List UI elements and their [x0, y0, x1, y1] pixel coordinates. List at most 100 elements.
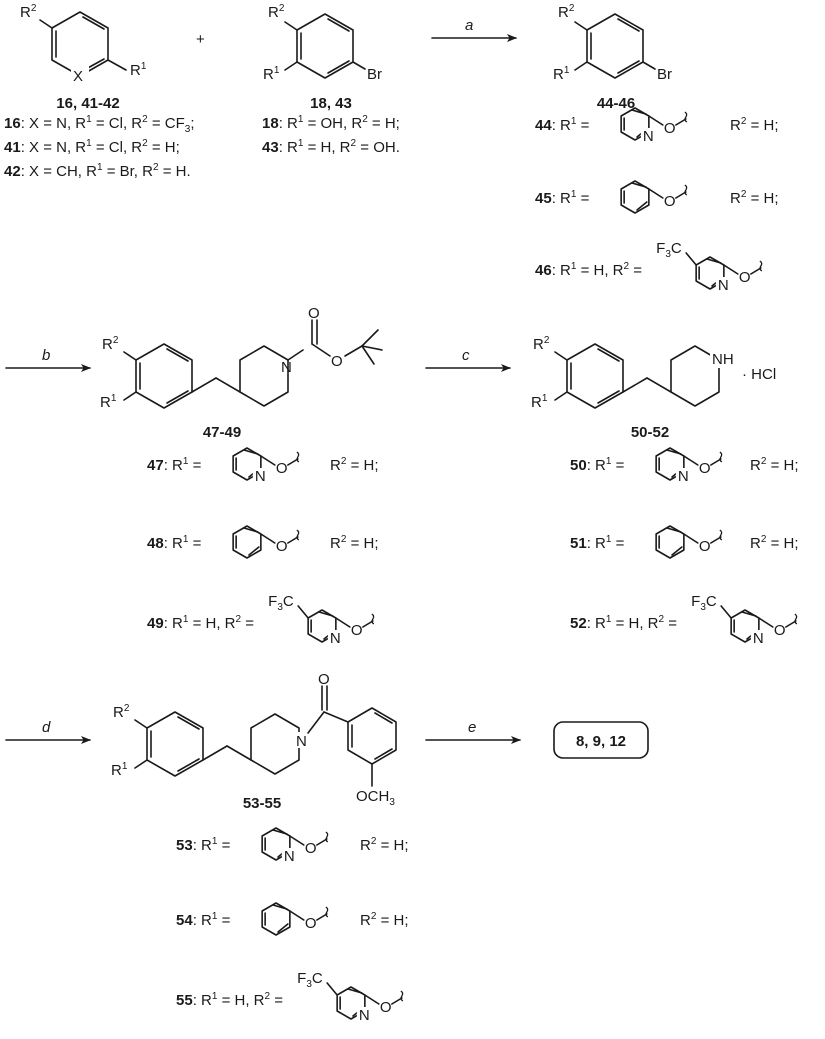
product-44-46-structure: R2 R1 Br: [553, 3, 672, 83]
definition-label-46: 46: R1 = H, R2 =: [535, 261, 642, 279]
atom-o-label: O: [699, 460, 711, 477]
atom-o-label: O: [664, 120, 676, 137]
final-products-label: 8, 9, 12: [576, 733, 626, 750]
definition-label-49: 49: R1 = H, R2 =: [147, 614, 254, 632]
atom-n-label: N: [284, 848, 295, 865]
cf3-label: F3C: [691, 593, 717, 613]
definition-45: 45: R1 = O R2 = H;: [535, 180, 779, 214]
definition-label-44: 44: R1 =: [535, 116, 590, 134]
r2-equals-h: R2 = H;: [360, 836, 409, 854]
r2-equals-h: R2 = H;: [360, 911, 409, 929]
atom-o-label: O: [739, 269, 751, 286]
atom-n-label: N: [281, 359, 292, 376]
atom-r2-label: R2: [102, 335, 119, 353]
definition-label-54: 54: R1 =: [176, 911, 231, 929]
atom-o-ester: O: [331, 353, 343, 370]
phenoxy-fragment: O: [261, 902, 329, 936]
r2-equals-h: R2 = H;: [730, 189, 779, 207]
reagent-left-structure: X R2 R1: [20, 3, 147, 85]
definition-label-47: 47: R1 =: [147, 456, 202, 474]
atom-r1-label: R1: [130, 61, 147, 79]
product-range-53-55: 53-55: [243, 795, 281, 812]
atom-r1-label: R1: [553, 65, 570, 83]
r2-equals-h: R2 = H;: [730, 116, 779, 134]
step-c-label: c: [462, 347, 470, 364]
atom-r2-label: R2: [113, 703, 130, 721]
definition-label-55: 55: R1 = H, R2 =: [176, 991, 283, 1009]
atom-o-label: O: [699, 538, 711, 555]
definition-label-45: 45: R1 =: [535, 189, 590, 207]
atom-o-label: O: [351, 622, 363, 639]
atom-o-label: O: [664, 193, 676, 210]
atom-r2-label: R2: [533, 335, 550, 353]
def-41: 41: X = N, R1 = Cl, R2 = H;: [4, 138, 180, 156]
definition-54: 54: R1 = O R2 = H;: [176, 902, 409, 936]
reagent-right-definitions: 18: R1 = OH, R2 = H; 43: R1 = H, R2 = OH…: [262, 114, 400, 156]
atom-n-label: N: [643, 128, 654, 145]
definition-label-52: 52: R1 = H, R2 =: [570, 614, 677, 632]
atom-nh-label: NH: [712, 351, 734, 368]
atom-x: X: [73, 68, 83, 85]
product-range-50-52: 50-52: [631, 424, 669, 441]
product-range-47-49: 47-49: [203, 424, 241, 441]
methoxy-label: OCH3: [356, 788, 395, 808]
atom-n-label: N: [296, 733, 307, 750]
atom-n-label: N: [255, 468, 266, 485]
r2-equals-h: R2 = H;: [750, 456, 799, 474]
def-43: 43: R1 = H, R2 = OH.: [262, 138, 400, 156]
definition-label-48: 48: R1 =: [147, 534, 202, 552]
phenoxy-fragment: O: [655, 525, 723, 559]
reagent-left-definitions: 16: X = N, R1 = Cl, R2 = CF3; 41: X = N,…: [4, 114, 195, 180]
atom-n-label: N: [718, 277, 729, 294]
phenoxy-fragment: O: [620, 180, 688, 214]
product-53-55-structure: N O OCH3 R2 R1: [111, 671, 397, 808]
atom-o-carbonyl: O: [308, 305, 320, 322]
atom-o-label: O: [305, 915, 317, 932]
r2-equals-h: R2 = H;: [330, 456, 379, 474]
atom-n-label: N: [359, 1007, 370, 1024]
atom-o-label: O: [380, 999, 392, 1016]
cf3-label: F3C: [268, 593, 294, 613]
atom-o-label: O: [774, 622, 786, 639]
step-b-label: b: [42, 347, 50, 364]
reagent-right-structure: R2 R1 Br: [263, 3, 382, 83]
plus-sign: +: [196, 31, 205, 48]
def-42: 42: X = CH, R1 = Br, R2 = H.: [4, 162, 191, 180]
reagent-left-range: 16, 41-42: [56, 95, 119, 112]
product-47-49-structure: N O O R2 R1: [100, 305, 383, 411]
def-18: 18: R1 = OH, R2 = H;: [262, 114, 400, 132]
atom-r1-label: R1: [111, 761, 128, 779]
atom-r2-label: R2: [268, 3, 285, 21]
step-d-label: d: [42, 719, 51, 736]
final-products-box: 8, 9, 12: [553, 721, 649, 759]
step-a-label: a: [465, 17, 473, 34]
atom-n-label: N: [678, 468, 689, 485]
reagent-right-range: 18, 43: [310, 95, 352, 112]
atom-r2-label: R2: [558, 3, 575, 21]
atom-n-label: N: [753, 630, 764, 647]
step-e-label: e: [468, 719, 476, 736]
definition-label-51: 51: R1 =: [570, 534, 625, 552]
atom-o-label: O: [276, 460, 288, 477]
